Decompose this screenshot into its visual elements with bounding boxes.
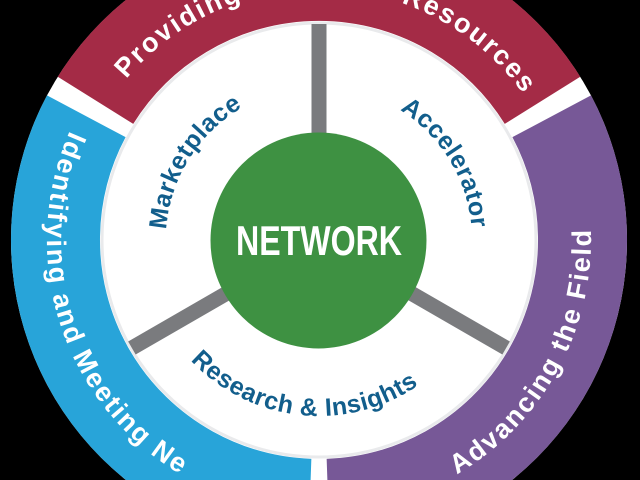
disc-inner-shadow xyxy=(100,21,538,459)
center-circle xyxy=(210,132,427,349)
ring-segment-top xyxy=(57,0,581,125)
center-label: NETWORK xyxy=(236,217,402,264)
ring-segment-right xyxy=(326,95,627,480)
spoke-lower-right xyxy=(401,283,510,355)
ring-segment-left xyxy=(11,95,312,480)
spoke-lower-left xyxy=(128,283,237,355)
